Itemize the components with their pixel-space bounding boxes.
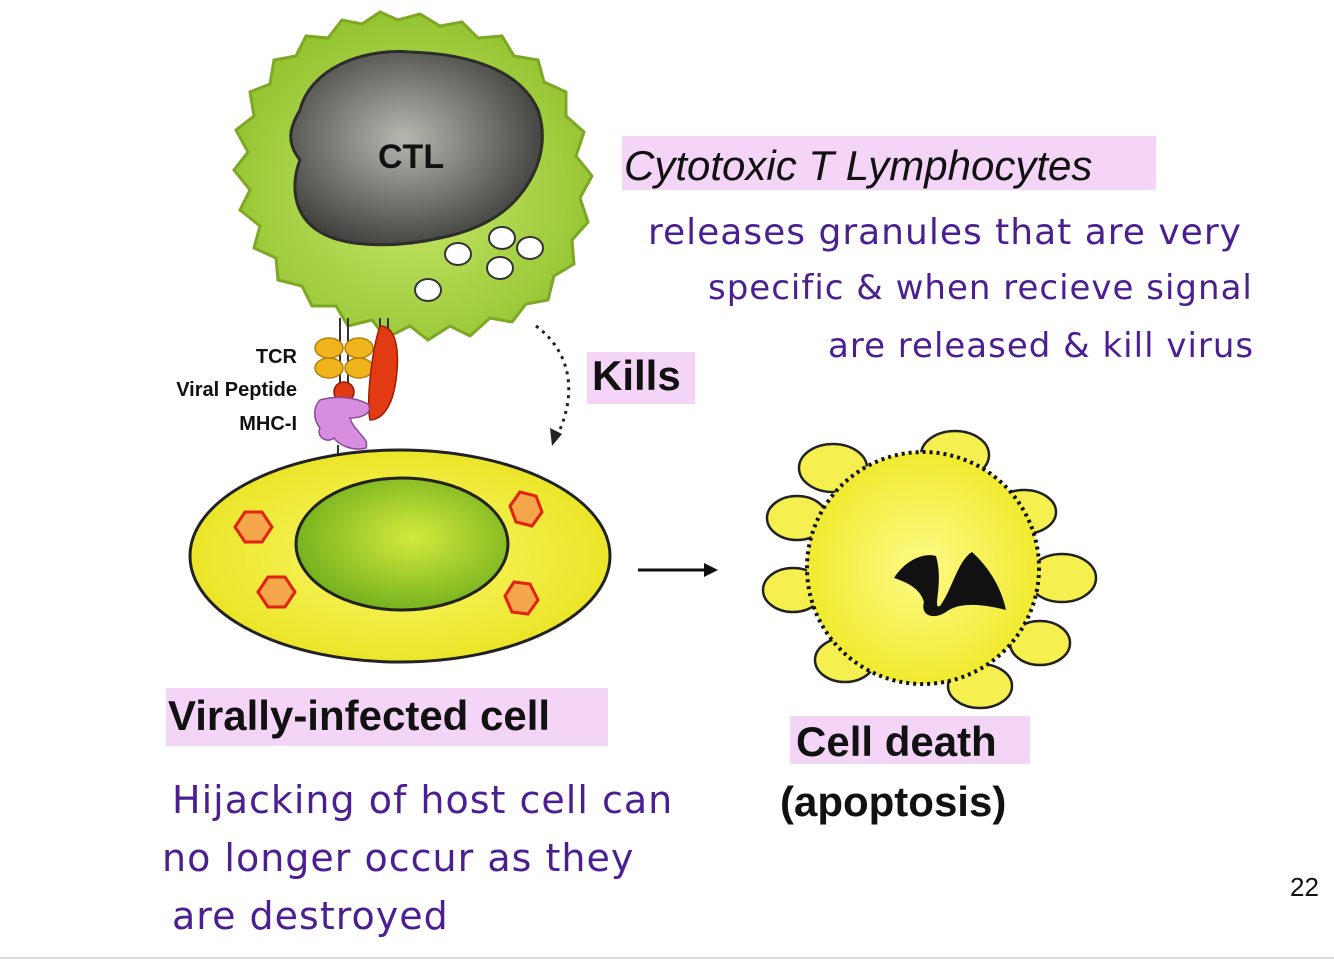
cell-death-highlight bbox=[790, 716, 1030, 764]
kills-arrowhead bbox=[550, 428, 562, 446]
title-highlight bbox=[622, 136, 1156, 190]
virally-infected-cell bbox=[188, 448, 612, 664]
ctl-label: CTL bbox=[378, 138, 444, 176]
apoptosis-label: (apoptosis) bbox=[780, 778, 1007, 825]
kills-label: Kills bbox=[592, 352, 681, 399]
virus-particles bbox=[233, 490, 544, 616]
fragmented-nucleus bbox=[894, 552, 1006, 617]
ctl-granules bbox=[414, 226, 544, 302]
infected-label-highlight bbox=[166, 688, 608, 746]
page-title: Cytotoxic T Lymphocytes bbox=[624, 142, 1093, 189]
infected-cell-label: Virally-infected cell bbox=[168, 692, 551, 739]
tcr-label: TCR bbox=[256, 346, 298, 368]
note-bottom-line-2: no longer occur as they bbox=[162, 836, 635, 880]
viral-peptide-label: Viral Peptide bbox=[176, 379, 297, 401]
mhc-label: MHC-I bbox=[239, 413, 297, 435]
kills-arrow bbox=[535, 324, 571, 435]
slide-bottom-divider bbox=[0, 957, 1334, 959]
progression-arrowhead bbox=[704, 563, 718, 577]
note-top-line-3: are released & kill virus bbox=[828, 326, 1255, 366]
ctl-nucleus bbox=[289, 50, 544, 247]
kills-highlight bbox=[587, 352, 695, 404]
note-top-line-2: specific & when recieve signal bbox=[708, 268, 1253, 308]
cell-death-label: Cell death bbox=[796, 718, 997, 765]
tcr-complex bbox=[314, 318, 399, 421]
note-bottom-line-3: are destroyed bbox=[172, 894, 449, 938]
note-bottom-line-1: Hijacking of host cell can bbox=[172, 778, 674, 822]
note-top-line-1: releases granules that are very bbox=[648, 212, 1242, 253]
page-number: 22 bbox=[1290, 872, 1319, 902]
